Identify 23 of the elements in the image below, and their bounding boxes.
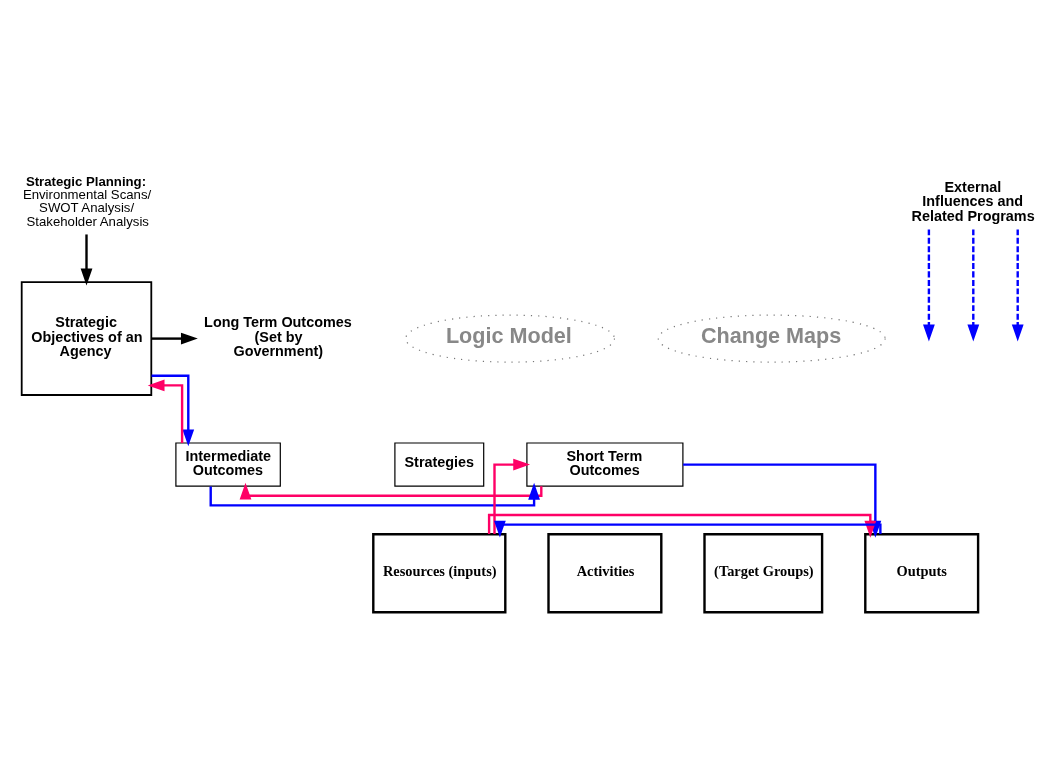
node-text: Strategic Planning: Environmental Scans/ SWOT Analysis/ Stakeholder Analysis: [22, 173, 152, 229]
arrow: [1011, 228, 1024, 341]
arrow: [151, 374, 195, 446]
arrow: [151, 332, 198, 344]
arrow: [967, 228, 980, 341]
node-box: Resources (inputs): [372, 532, 507, 613]
node-text: External Influences and Related Programs: [911, 178, 1035, 224]
arrow: [239, 482, 543, 499]
node-box: Activities: [547, 532, 663, 613]
node-text: Long Term Outcomes (Set by Government): [204, 313, 352, 359]
node-ellipse: Logic Model: [405, 313, 616, 363]
node-ellipse: Change Maps: [657, 313, 886, 363]
node-box: Outputs: [864, 532, 980, 613]
node-box: Strategic Objectives of an Agency: [20, 280, 153, 396]
arrow: [80, 233, 93, 285]
node-box: (Target Groups): [703, 532, 824, 613]
arrow: [147, 379, 184, 443]
node-box: Intermediate Outcomes: [175, 441, 281, 487]
arrow: [209, 482, 540, 507]
node-box: Strategies: [394, 441, 485, 487]
arrow: [923, 228, 935, 341]
node-box: Short Term Outcomes: [526, 441, 684, 487]
arrow: [493, 458, 531, 534]
